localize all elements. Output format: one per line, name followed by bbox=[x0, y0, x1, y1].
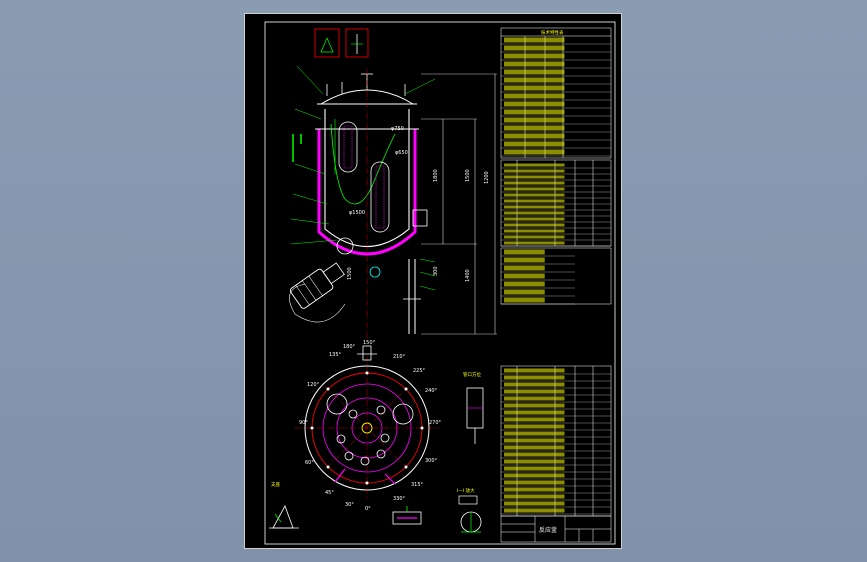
table-cell-text bbox=[504, 403, 565, 408]
table-cell-text bbox=[504, 241, 565, 245]
angle-label: 135° bbox=[329, 352, 342, 358]
dim-leg: 1400 bbox=[465, 269, 471, 282]
table-rows bbox=[501, 37, 611, 515]
table-cell-text bbox=[504, 265, 545, 271]
table-cell-text bbox=[504, 281, 545, 287]
table-cell-text bbox=[504, 289, 545, 295]
table-cell-text bbox=[504, 101, 565, 107]
table-cell-text bbox=[504, 109, 565, 115]
table-cell-text bbox=[504, 501, 565, 506]
angle-label: 270° bbox=[429, 420, 442, 426]
table-cell-text bbox=[504, 181, 565, 185]
dim-shell: 1500 bbox=[465, 169, 471, 182]
table-cell-text bbox=[504, 217, 565, 221]
table-cell-text bbox=[504, 133, 565, 139]
table-cell-text bbox=[504, 53, 565, 59]
front-view: 1200 1500 1400 1800 φ750 φ650 φ1500 300 … bbox=[289, 28, 497, 344]
angle-label: 150° bbox=[363, 340, 376, 346]
dim-jacket: 1800 bbox=[433, 169, 439, 182]
angle-label: 30° bbox=[345, 502, 354, 508]
table-cell-text bbox=[504, 249, 545, 255]
table-cell-text bbox=[504, 410, 565, 415]
table-cell-text bbox=[504, 431, 565, 436]
table-cell-text bbox=[504, 382, 565, 387]
angle-label: 240° bbox=[425, 388, 438, 394]
table-cell-text bbox=[504, 297, 545, 303]
table-cell-text bbox=[504, 235, 565, 239]
table-cell-text bbox=[504, 45, 565, 51]
dim-motor: 1500 bbox=[347, 267, 353, 280]
drawing-sheet: 1200 1500 1400 1800 φ750 φ650 φ1500 300 … bbox=[244, 13, 622, 549]
table-cell-text bbox=[504, 199, 565, 203]
table-cell-text bbox=[504, 459, 565, 464]
angle-label: 315° bbox=[411, 482, 424, 488]
tech-table-header: 技术特性表 bbox=[541, 29, 564, 36]
table-cell-text bbox=[504, 149, 565, 155]
table-cell-text bbox=[504, 445, 565, 450]
table-cell-text bbox=[504, 211, 565, 215]
detail-a-label: 支座 bbox=[271, 481, 280, 488]
table-cell-text bbox=[504, 368, 565, 373]
table-cell-text bbox=[504, 187, 565, 191]
angle-label: 120° bbox=[307, 382, 320, 388]
section-label: I—I 放大 bbox=[457, 487, 475, 494]
inner-frame bbox=[264, 21, 616, 545]
table-cell-text bbox=[504, 69, 565, 75]
angle-label: 0° bbox=[365, 506, 371, 512]
title-block-name: 反应釜 bbox=[539, 526, 557, 534]
angle-label: 180° bbox=[343, 344, 356, 350]
angle-label: 45° bbox=[325, 490, 334, 496]
table-cell-text bbox=[504, 223, 565, 227]
dim-d2: φ650 bbox=[395, 150, 408, 156]
angle-label: 300° bbox=[425, 458, 438, 464]
table-cell-text bbox=[504, 37, 565, 43]
table-cell-text bbox=[504, 466, 565, 471]
table-cell-text bbox=[504, 273, 545, 279]
table-cell-text bbox=[504, 438, 565, 443]
table-cell-text bbox=[504, 487, 565, 492]
dim-d3: φ1500 bbox=[349, 210, 365, 216]
table-cell-text bbox=[504, 205, 565, 209]
dim-bottom: 300 bbox=[433, 266, 439, 276]
cad-drawing: 1200 1500 1400 1800 φ750 φ650 φ1500 300 … bbox=[264, 21, 616, 545]
angle-label: 90° bbox=[299, 420, 308, 426]
table-cell-text bbox=[504, 175, 565, 179]
table-cell-text bbox=[504, 389, 565, 394]
detail-b-label: 管口方位 bbox=[463, 371, 481, 378]
table-cell-text bbox=[504, 163, 565, 167]
table-cell-text bbox=[504, 141, 565, 147]
dim-overall: 1200 bbox=[484, 171, 490, 184]
table-cell-text bbox=[504, 169, 565, 173]
angle-label: 210° bbox=[393, 354, 406, 360]
table-cell-text bbox=[504, 93, 565, 99]
table-cell-text bbox=[504, 480, 565, 485]
table-cell-text bbox=[504, 452, 565, 457]
table-cell-text bbox=[504, 77, 565, 83]
table-cell-text bbox=[504, 396, 565, 401]
table-cell-text bbox=[504, 61, 565, 67]
detail-box-1 bbox=[314, 28, 340, 58]
table-cell-text bbox=[504, 229, 565, 233]
table-cell-text bbox=[504, 85, 565, 91]
table-cell-text bbox=[504, 473, 565, 478]
angle-label: 60° bbox=[305, 460, 314, 466]
top-view: 150° 135° 120° 90° 60° 45° 30° 0° 330° 3… bbox=[295, 340, 442, 512]
table-cell-text bbox=[504, 424, 565, 429]
table-cell-text bbox=[504, 375, 565, 380]
table-cell-text bbox=[504, 494, 565, 499]
dim-d1: φ750 bbox=[391, 126, 404, 132]
table-cell-text bbox=[504, 257, 545, 263]
table-cell-text bbox=[504, 193, 565, 197]
table-cell-text bbox=[504, 417, 565, 422]
detail-box-2 bbox=[345, 28, 369, 58]
detail-sketches: 支座 管口方位 I—I 放大 bbox=[269, 371, 484, 533]
table-cell-text bbox=[504, 125, 565, 131]
table-cell-text bbox=[504, 508, 565, 513]
angle-label: 225° bbox=[413, 368, 426, 374]
angle-label: 330° bbox=[393, 496, 406, 502]
table-cell-text bbox=[504, 117, 565, 123]
